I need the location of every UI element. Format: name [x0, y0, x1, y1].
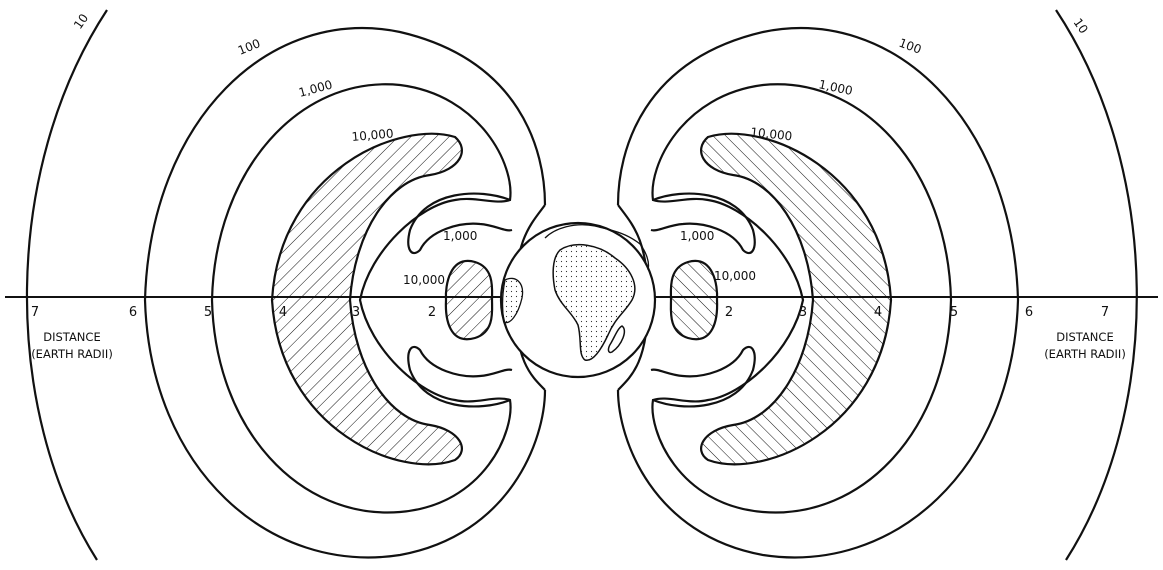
belt-10000-right: [700, 132, 893, 466]
label-inner-1000-right: 1,000: [680, 229, 714, 243]
contour-1000-right: [651, 83, 953, 514]
label-inner-1000-left: 1,000: [443, 229, 477, 243]
belt-10000-left: [270, 132, 463, 466]
inner-1000-lower-right: [650, 345, 756, 408]
contour-100-right: [616, 26, 1020, 559]
tick-label: 6: [129, 305, 137, 320]
left-tick-labels: 7 6 5 4 3 2: [31, 305, 436, 320]
inner-belt-10000-left: [444, 259, 494, 341]
contour-1000-left: [210, 83, 512, 514]
tick-label: 5: [950, 305, 958, 320]
axis-caption-right-line1: DISTANCE: [1056, 330, 1113, 344]
inner-1000-upper-right: [650, 192, 756, 255]
label-10-right: 10: [1071, 16, 1091, 37]
europe-landmass: [544, 224, 650, 271]
axis-caption-left-line1: DISTANCE: [43, 330, 100, 344]
earth-globe: [499, 221, 657, 379]
tick-label: 2: [725, 305, 733, 320]
inner-1000-upper-left: [407, 192, 513, 255]
right-tick-labels: 2 3 4 5 6 7: [725, 305, 1109, 320]
contour-10-left: [25, 9, 108, 561]
label-inner-10000-right: 10,000: [714, 269, 756, 283]
africa-landmass: [552, 243, 636, 361]
tick-label: 4: [279, 305, 287, 320]
label-100-left: 100: [236, 36, 262, 58]
axis-caption-left-line2: (EARTH RADII): [31, 347, 113, 361]
contour-100-left: [143, 26, 547, 559]
label-10000-left: 10,000: [351, 126, 394, 144]
contour-10-right: [1055, 9, 1138, 561]
tick-label: 3: [352, 305, 360, 320]
inner-belt-10000-right: [669, 259, 719, 341]
tick-label: 6: [1025, 305, 1033, 320]
inner-1000-lower-left: [407, 345, 513, 408]
tick-label: 7: [31, 305, 39, 320]
tick-label: 3: [799, 305, 807, 320]
label-10-left: 10: [71, 11, 91, 32]
madagascar: [607, 325, 626, 354]
label-10000-right: 10,000: [750, 125, 793, 143]
tick-label: 5: [204, 305, 212, 320]
axis-caption-right-line2: (EARTH RADII): [1044, 347, 1126, 361]
tick-label: 2: [428, 305, 436, 320]
label-100-right: 100: [897, 36, 923, 57]
label-inner-10000-left: 10,000: [403, 273, 445, 287]
tick-label: 7: [1101, 305, 1109, 320]
tick-label: 4: [874, 305, 882, 320]
south-america-edge: [501, 277, 524, 324]
label-1000-right: 1,000: [817, 77, 854, 98]
